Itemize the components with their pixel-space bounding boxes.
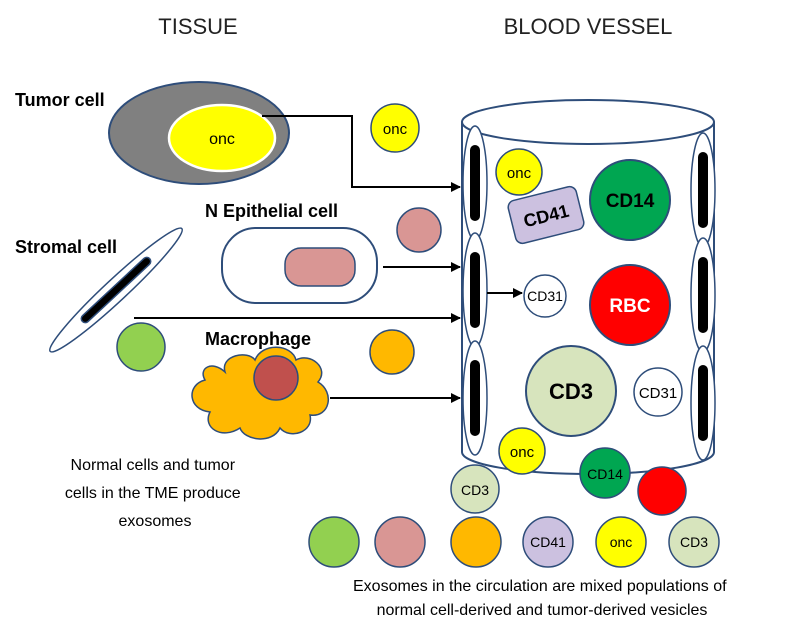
endothelial-cell-left-3 (462, 340, 488, 456)
blood-vessel-header: BLOOD VESSEL (504, 14, 673, 39)
stromal-cell (49, 227, 183, 353)
cd3-exosome-vessel-label: CD3 (549, 379, 593, 404)
tissue-header: TISSUE (158, 14, 237, 39)
tumor-cell-nucleus (167, 103, 277, 173)
endothelial-cell-right-1 (690, 132, 716, 248)
endothelial-cell-left-2 (462, 232, 488, 348)
epithelial-cell-nucleus (284, 247, 356, 287)
endothelial-cell-left-1 (462, 125, 488, 241)
onc-exosome-vessel (495, 148, 543, 196)
bottom-exosome-green (308, 516, 360, 568)
cd14-exosome-bottom (579, 447, 631, 499)
onc-exosome-tissue-label: onc (383, 121, 408, 138)
vessel-top-opening (461, 99, 715, 145)
rbc-vessel (589, 264, 671, 346)
tissue-caption: Normal cells and tumor cells in the TME … (65, 457, 245, 530)
macrophage-label: Macrophage (205, 329, 311, 349)
cd3-exosome-bottom (450, 464, 500, 514)
circulation-caption: Exosomes in the circulation are mixed po… (353, 578, 731, 619)
bottom-exosome-cd41-label: CD41 (530, 534, 566, 550)
bottom-exosome-cd41 (522, 516, 574, 568)
cd3-exosome-vessel (525, 345, 617, 437)
bottom-exosome-orange (450, 516, 502, 568)
cd31-exosome-vessel-left-label: CD31 (527, 288, 563, 304)
bottom-exosome-pink (374, 516, 426, 568)
onc-exosome-bottom (498, 427, 546, 475)
blood-vessel: onc CD41 CD14 CD31 RBC CD3 CD31 (461, 99, 716, 475)
macrophage-exosome (369, 329, 415, 375)
bottom-exosome-cd3 (668, 516, 720, 568)
circulation-caption-line-1: Exosomes in the circulation are mixed po… (353, 578, 727, 595)
bottom-exosome-onc-label: onc (610, 534, 633, 550)
macrophage-nucleus (253, 355, 299, 401)
onc-exosome-tissue (370, 103, 420, 153)
cd31-exosome-vessel-left (523, 274, 567, 318)
cd14-exosome-vessel-label: CD14 (606, 191, 655, 212)
tumor-cell-label: Tumor cell (15, 90, 105, 110)
tissue-caption-line-3: exosomes (119, 513, 192, 530)
circulation-caption-line-2: normal cell-derived and tumor-derived ve… (377, 602, 708, 619)
cd31-exosome-vessel-right-label: CD31 (639, 385, 677, 402)
onc-exosome-vessel-label: onc (507, 165, 532, 182)
arrow-tumor-to-vessel (262, 115, 461, 192)
stromal-cell-label: Stromal cell (15, 237, 117, 257)
cd14-exosome-bottom-label: CD14 (587, 466, 623, 482)
arrows (134, 115, 523, 403)
rbc-exosome-bottom (637, 466, 687, 516)
onc-exosome-bottom-label: onc (510, 444, 535, 461)
cd41-exosome-vessel (507, 185, 585, 245)
endothelial-cell-right-2 (690, 237, 716, 353)
cd3-exosome-bottom-label: CD3 (461, 482, 489, 498)
bottom-exosome-onc (595, 516, 647, 568)
tissue-caption-line-1: Normal cells and tumor (71, 457, 236, 474)
tissue-caption-line-2: cells in the TME produce (65, 485, 241, 502)
rbc-vessel-label: RBC (609, 296, 650, 317)
cd14-exosome-vessel (589, 159, 671, 241)
stromal-exosome (116, 322, 166, 372)
stromal-cell-nucleus (80, 256, 152, 324)
epithelial-exosome (396, 207, 442, 253)
bottom-exosome-row: CD41 onc CD3 (308, 516, 720, 568)
tumor-nucleus-label: onc (209, 131, 235, 148)
epithelial-cell-label: N Epithelial cell (205, 201, 338, 221)
bottom-exosome-cd3-label: CD3 (680, 534, 708, 550)
cd31-exosome-vessel-right (633, 367, 683, 417)
endothelial-cell-right-3 (690, 345, 716, 461)
